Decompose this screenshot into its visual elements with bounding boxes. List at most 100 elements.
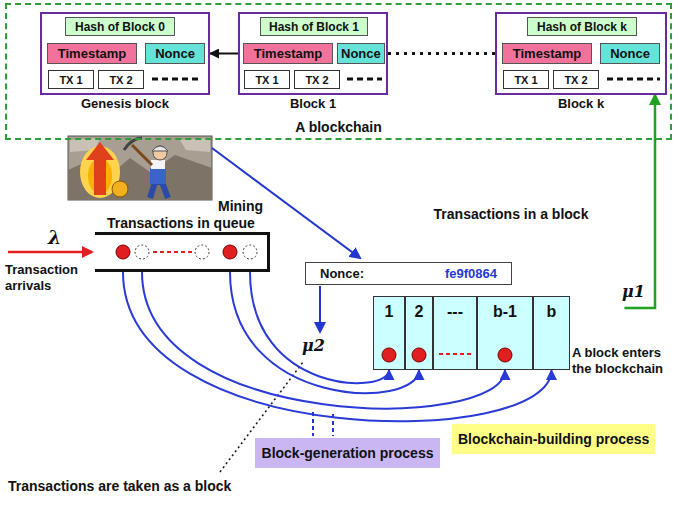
block-box: Genesis blockHash of Block 0TimestampNon… bbox=[40, 12, 210, 95]
node-text: --- bbox=[447, 303, 463, 321]
empty-slot bbox=[195, 245, 209, 259]
queue-items bbox=[116, 245, 257, 259]
process-box: Blockchain-building process bbox=[452, 424, 655, 454]
hash-field: Hash of Block k bbox=[527, 17, 637, 36]
dash-row bbox=[607, 78, 660, 81]
node-heading: Block 1 bbox=[290, 96, 336, 111]
miner-body bbox=[150, 168, 166, 184]
empty-slot bbox=[243, 245, 257, 259]
timestamp-field: Timestamp bbox=[243, 43, 333, 64]
miner-legs bbox=[150, 182, 168, 198]
rate-symbol: μ2 bbox=[302, 336, 325, 355]
block-slot: --- bbox=[433, 296, 477, 370]
node-text: Hash of Block 1 bbox=[269, 20, 359, 34]
circle-fill bbox=[396, 226, 626, 434]
nonce-box: Nonce: fe9f0864 bbox=[305, 262, 512, 285]
node-text: 2 bbox=[415, 303, 424, 321]
mining-illustration bbox=[68, 136, 212, 200]
node-text: Nonce bbox=[155, 46, 195, 61]
block-box: Block 1Hash of Block 1TimestampNonceTX 1… bbox=[238, 12, 388, 95]
node-text: Nonce bbox=[341, 46, 381, 61]
node-text: 1 bbox=[385, 303, 394, 321]
node-text: TX 2 bbox=[109, 74, 132, 86]
miner-helmet bbox=[152, 146, 168, 151]
connector bbox=[210, 53, 238, 55]
node-text: b-1 bbox=[493, 303, 517, 321]
queue-gap bbox=[153, 251, 192, 253]
block-box: Block kHash of Block kTimestampNonceTX 1… bbox=[495, 12, 667, 95]
miner-head bbox=[153, 146, 167, 160]
block-slot: b bbox=[533, 296, 570, 370]
transaction-field: TX 2 bbox=[98, 70, 144, 89]
block-slot: 2 bbox=[405, 296, 433, 370]
node-heading: Transactions in queue bbox=[107, 215, 255, 231]
dash-row bbox=[152, 78, 202, 81]
dash-row bbox=[347, 78, 382, 81]
node-text: Nonce bbox=[610, 46, 650, 61]
arrival-label: Transaction arrivals bbox=[5, 262, 95, 293]
timestamp-field: Timestamp bbox=[47, 43, 137, 64]
nonce-field: Nonce bbox=[600, 43, 660, 64]
node-text: TX 2 bbox=[564, 74, 587, 86]
timestamp-field: Timestamp bbox=[502, 43, 592, 64]
blockchain-region: A blockchain Genesis block Hash of Block 0… bbox=[5, 3, 672, 140]
rate-symbol: μ1 bbox=[622, 282, 645, 301]
miner-shirt bbox=[151, 160, 165, 169]
transaction-dot bbox=[412, 348, 426, 362]
node-text: Block-generation process bbox=[262, 445, 434, 461]
node-heading: A blockchain bbox=[295, 119, 382, 135]
nonce-arrow bbox=[319, 286, 321, 332]
connector bbox=[388, 52, 495, 55]
slot-mark bbox=[411, 347, 427, 363]
node-text: Hash of Block k bbox=[537, 20, 627, 34]
empty-slot bbox=[135, 245, 149, 259]
node-text: TX 1 bbox=[255, 74, 278, 86]
arrival-arrow bbox=[8, 251, 92, 254]
pickaxe-handle bbox=[132, 145, 152, 165]
slot-mark bbox=[497, 347, 513, 363]
hash-field: Hash of Block 0 bbox=[65, 17, 175, 36]
transaction-dot bbox=[498, 348, 512, 362]
transaction-dot bbox=[223, 245, 237, 259]
mining-arrow bbox=[212, 148, 360, 258]
block-circle: Transactions in a block12---b-1b bbox=[395, 225, 627, 435]
node-text: TX 1 bbox=[59, 74, 82, 86]
node-text: b bbox=[547, 303, 557, 321]
node-text: Timestamp bbox=[58, 46, 126, 61]
connector bbox=[230, 272, 419, 393]
node-heading: Transactions in a block bbox=[434, 206, 589, 222]
connector bbox=[123, 272, 552, 421]
transaction-field: TX 1 bbox=[503, 70, 549, 89]
slot-mark bbox=[438, 351, 472, 357]
slot-mark bbox=[381, 347, 397, 363]
node-text: Blockchain-building process bbox=[458, 431, 649, 447]
block-slot: b-1 bbox=[477, 296, 533, 370]
nonce-field: Nonce bbox=[145, 43, 205, 64]
node-text: TX 1 bbox=[514, 74, 537, 86]
rising-arrow bbox=[86, 142, 114, 195]
node-text: TX 2 bbox=[305, 74, 328, 86]
transaction-field: TX 1 bbox=[244, 70, 290, 89]
transaction-field: TX 1 bbox=[48, 70, 94, 89]
node-heading: Block k bbox=[558, 96, 604, 111]
node-text: Timestamp bbox=[254, 46, 322, 61]
transaction-field: TX 2 bbox=[553, 70, 599, 89]
node-text: Nonce: bbox=[320, 266, 364, 281]
transaction-queue: Transactions in queue bbox=[95, 232, 270, 272]
node-text: Timestamp bbox=[513, 46, 581, 61]
node-text: fe9f0864 bbox=[445, 266, 497, 281]
illustration-label: Mining bbox=[218, 198, 263, 214]
block-slot: 1 bbox=[373, 296, 405, 370]
coin bbox=[112, 181, 128, 197]
connector bbox=[250, 272, 389, 383]
hash-field: Hash of Block 1 bbox=[260, 17, 368, 36]
slot-gap bbox=[439, 353, 471, 355]
node-heading: Genesis block bbox=[81, 96, 169, 111]
nonce-field: Nonce bbox=[337, 43, 385, 64]
process-box: Block-generation process bbox=[255, 438, 440, 468]
rate-symbol: λ bbox=[48, 226, 61, 248]
rock bbox=[180, 138, 210, 152]
transaction-dot bbox=[116, 245, 130, 259]
connector bbox=[142, 272, 505, 408]
